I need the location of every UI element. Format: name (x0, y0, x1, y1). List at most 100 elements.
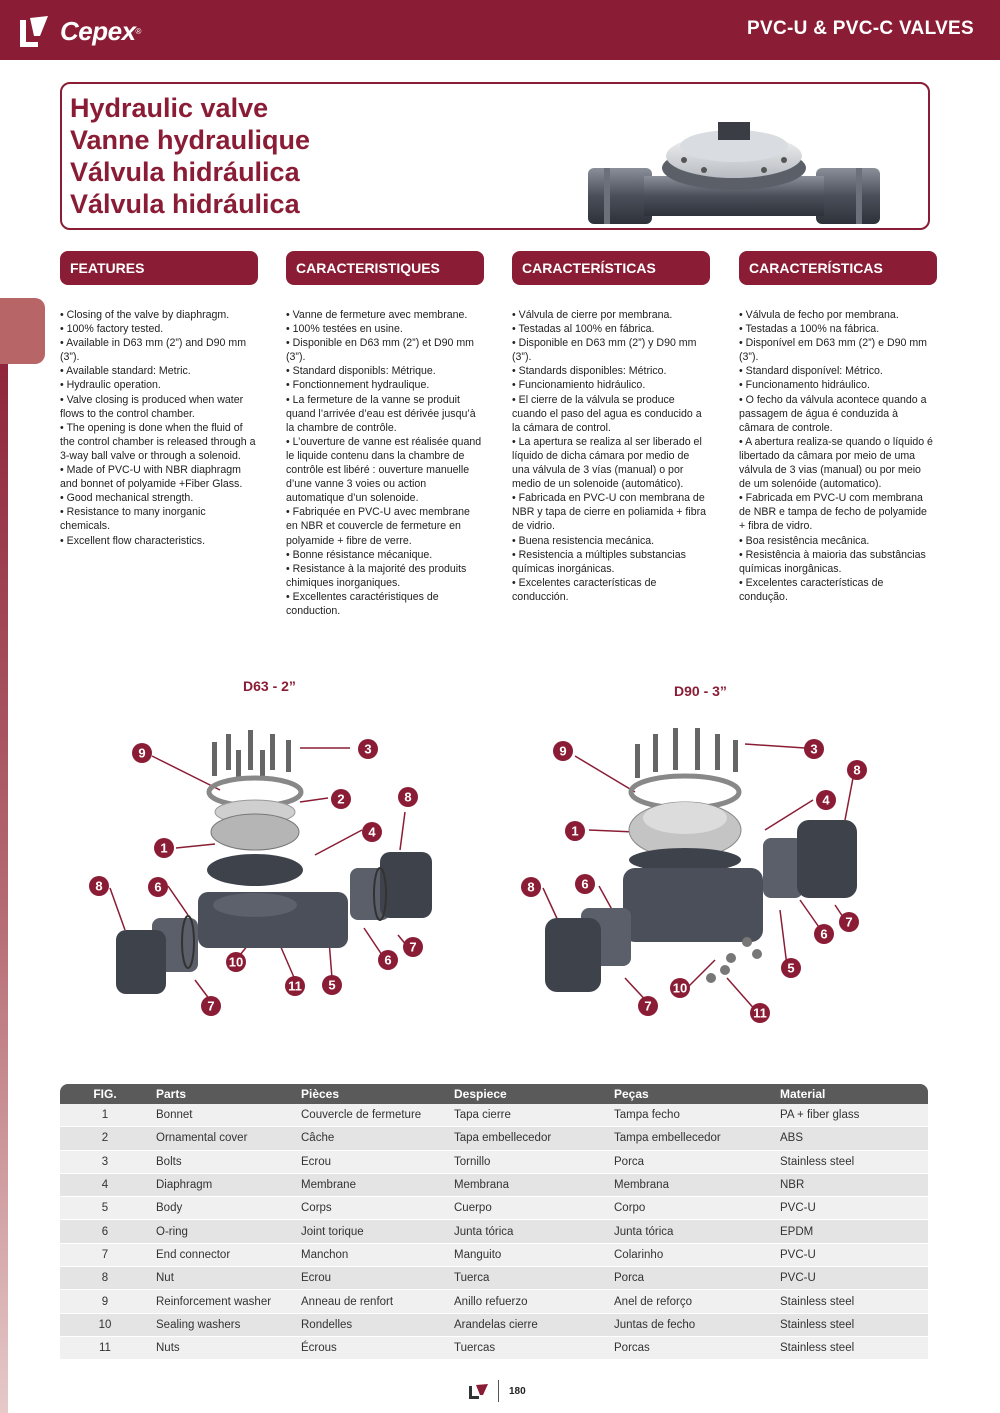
left-accent-bar (0, 298, 8, 1413)
features-heading-pt: CARACTERÍSTICAS (739, 251, 937, 285)
valve-product-image (588, 122, 880, 224)
table-cell: EPDM (774, 1219, 928, 1244)
feature-item: • Standard disponível: Métrico. (739, 365, 883, 378)
col-parts: Parts (150, 1084, 295, 1104)
table-cell: 11 (60, 1336, 150, 1361)
exploded-view-d63 (109, 730, 432, 1001)
table-cell: PA + fiber glass (774, 1104, 928, 1128)
top-banner: Cepex® PVC-U & PVC-C VALVES (0, 0, 1000, 60)
feature-item: • L’ouverture de vanne est réalisée quan… (286, 435, 482, 505)
feature-item: • Disponível em D63 mm (2”) e D90 mm (3”… (739, 337, 927, 364)
feature-item: • Disponible en D63 mm (2”) et D90 mm (3… (286, 337, 474, 364)
table-cell: Manchon (295, 1243, 448, 1268)
features-heading-es: CARACTERÍSTICAS (512, 251, 710, 285)
feature-item: • Fonctionnement hydraulique. (286, 379, 430, 392)
table-cell: PVC-U (774, 1266, 928, 1291)
title-en: Hydraulic valve (70, 93, 269, 123)
table-cell: Anillo refuerzo (448, 1289, 608, 1314)
cepex-logo: Cepex® (18, 14, 141, 48)
table-cell: Stainless steel (774, 1289, 928, 1314)
features-list-pt: • Válvula de fecho por membrana. • Testa… (739, 308, 935, 604)
table-cell: Juntas de fecho (608, 1313, 774, 1337)
section-title: PVC-U & PVC-C VALVES (747, 18, 974, 39)
table-cell: Câche (295, 1126, 448, 1151)
feature-item: • Resistência à maioria das substâncias … (739, 548, 926, 575)
feature-item: • Excelentes características de conducci… (512, 576, 657, 603)
feature-item: • 100% factory tested. (60, 323, 164, 336)
title-box: Hydraulic valve Vanne hydraulique Válvul… (60, 82, 930, 230)
table-cell: Anel de reforço (608, 1289, 774, 1314)
table-cell: Arandelas cierre (448, 1313, 608, 1337)
table-cell: Nuts (150, 1336, 295, 1361)
feature-item: • Standards disponibles: Métrico. (512, 365, 667, 378)
table-cell: 5 (60, 1196, 150, 1221)
feature-item: • Available in D63 mm (2”) and D90 mm (3… (60, 337, 247, 364)
table-cell: Tapa embellecedor (448, 1126, 608, 1151)
table-cell: 9 (60, 1289, 150, 1314)
table-cell: Porcas (608, 1336, 774, 1361)
table-cell: Porca (608, 1266, 774, 1291)
table-cell: Manguito (448, 1243, 608, 1268)
title-pt: Válvula hidráulica (70, 189, 300, 219)
parts-table: FIG. Parts Pièces Despiece Peças Materia… (60, 1084, 928, 1361)
table-cell: 1 (60, 1104, 150, 1128)
table-cell: Joint torique (295, 1219, 448, 1244)
feature-item: • Resistencia a múltiples substancias qu… (512, 548, 686, 575)
feature-item: • Fabriquée en PVC-U avec membrane en NB… (286, 506, 470, 547)
feature-item: • Fabricada en PVC-U con membrana de NBR… (512, 492, 707, 533)
table-cell: Rondelles (295, 1313, 448, 1337)
table-cell: Membrane (295, 1173, 448, 1198)
table-cell: Bonnet (150, 1104, 295, 1128)
feature-item: • Funcionamento hidráulico. (739, 379, 870, 392)
feature-item: • Funcionamiento hidráulico. (512, 379, 646, 392)
feature-item: • Available standard: Metric. (60, 365, 191, 378)
page-number: 180 (509, 1385, 526, 1397)
feature-item: • La apertura se realiza al ser liberado… (512, 435, 702, 491)
feature-item: • Hydraulic operation. (60, 379, 161, 392)
table-cell: 4 (60, 1173, 150, 1198)
feature-item: • Boa resistência mecânica. (739, 534, 870, 547)
exploded-view-d90 (542, 728, 857, 1013)
table-cell: 6 (60, 1219, 150, 1244)
table-cell: Nut (150, 1266, 295, 1291)
col-despiece: Despiece (448, 1084, 608, 1104)
feature-item: • Testadas a 100% na fábrica. (739, 323, 880, 336)
table-cell: Corpo (608, 1196, 774, 1221)
brand-name: Cepex (60, 15, 136, 46)
table-cell: Diaphragm (150, 1173, 295, 1198)
feature-item: • Disponible en D63 mm (2”) y D90 mm (3”… (512, 337, 697, 364)
table-cell: Membrana (448, 1173, 608, 1198)
table-cell: Couvercle de fermeture (295, 1104, 448, 1128)
table-cell: 10 (60, 1313, 150, 1337)
table-cell: Stainless steel (774, 1336, 928, 1361)
feature-item: • Válvula de fecho por membrana. (739, 309, 899, 321)
table-cell: Junta tórica (608, 1219, 774, 1244)
table-cell: Écrous (295, 1336, 448, 1361)
feature-item: • A abertura realiza-se quando o líquido… (739, 435, 933, 491)
features-heading-en: FEATURES (60, 251, 258, 285)
feature-item: • Valve closing is produced when water f… (60, 393, 244, 420)
table-cell: Stainless steel (774, 1313, 928, 1337)
table-cell: Anneau de renfort (295, 1289, 448, 1314)
table-cell: Porca (608, 1150, 774, 1174)
table-cell: Ornamental cover (150, 1126, 295, 1151)
feature-item: • Fabricada em PVC-U com membrana de NBR… (739, 492, 927, 533)
feature-item: • Good mechanical strength. (60, 492, 194, 505)
feature-item: • Standard disponibls: Métrique. (286, 365, 436, 378)
table-cell: Reinforcement washer (150, 1289, 295, 1314)
feature-item: • Resistance to many inorganic chemicals… (60, 506, 206, 533)
feature-item: • El cierre de la válvula se produce cua… (512, 393, 702, 434)
col-material: Material (774, 1084, 928, 1104)
table-cell: Body (150, 1196, 295, 1221)
col-pieces: Pièces (295, 1084, 448, 1104)
feature-item: • Excelentes características de condução… (739, 576, 884, 603)
page-footer: 180 (468, 1380, 526, 1402)
